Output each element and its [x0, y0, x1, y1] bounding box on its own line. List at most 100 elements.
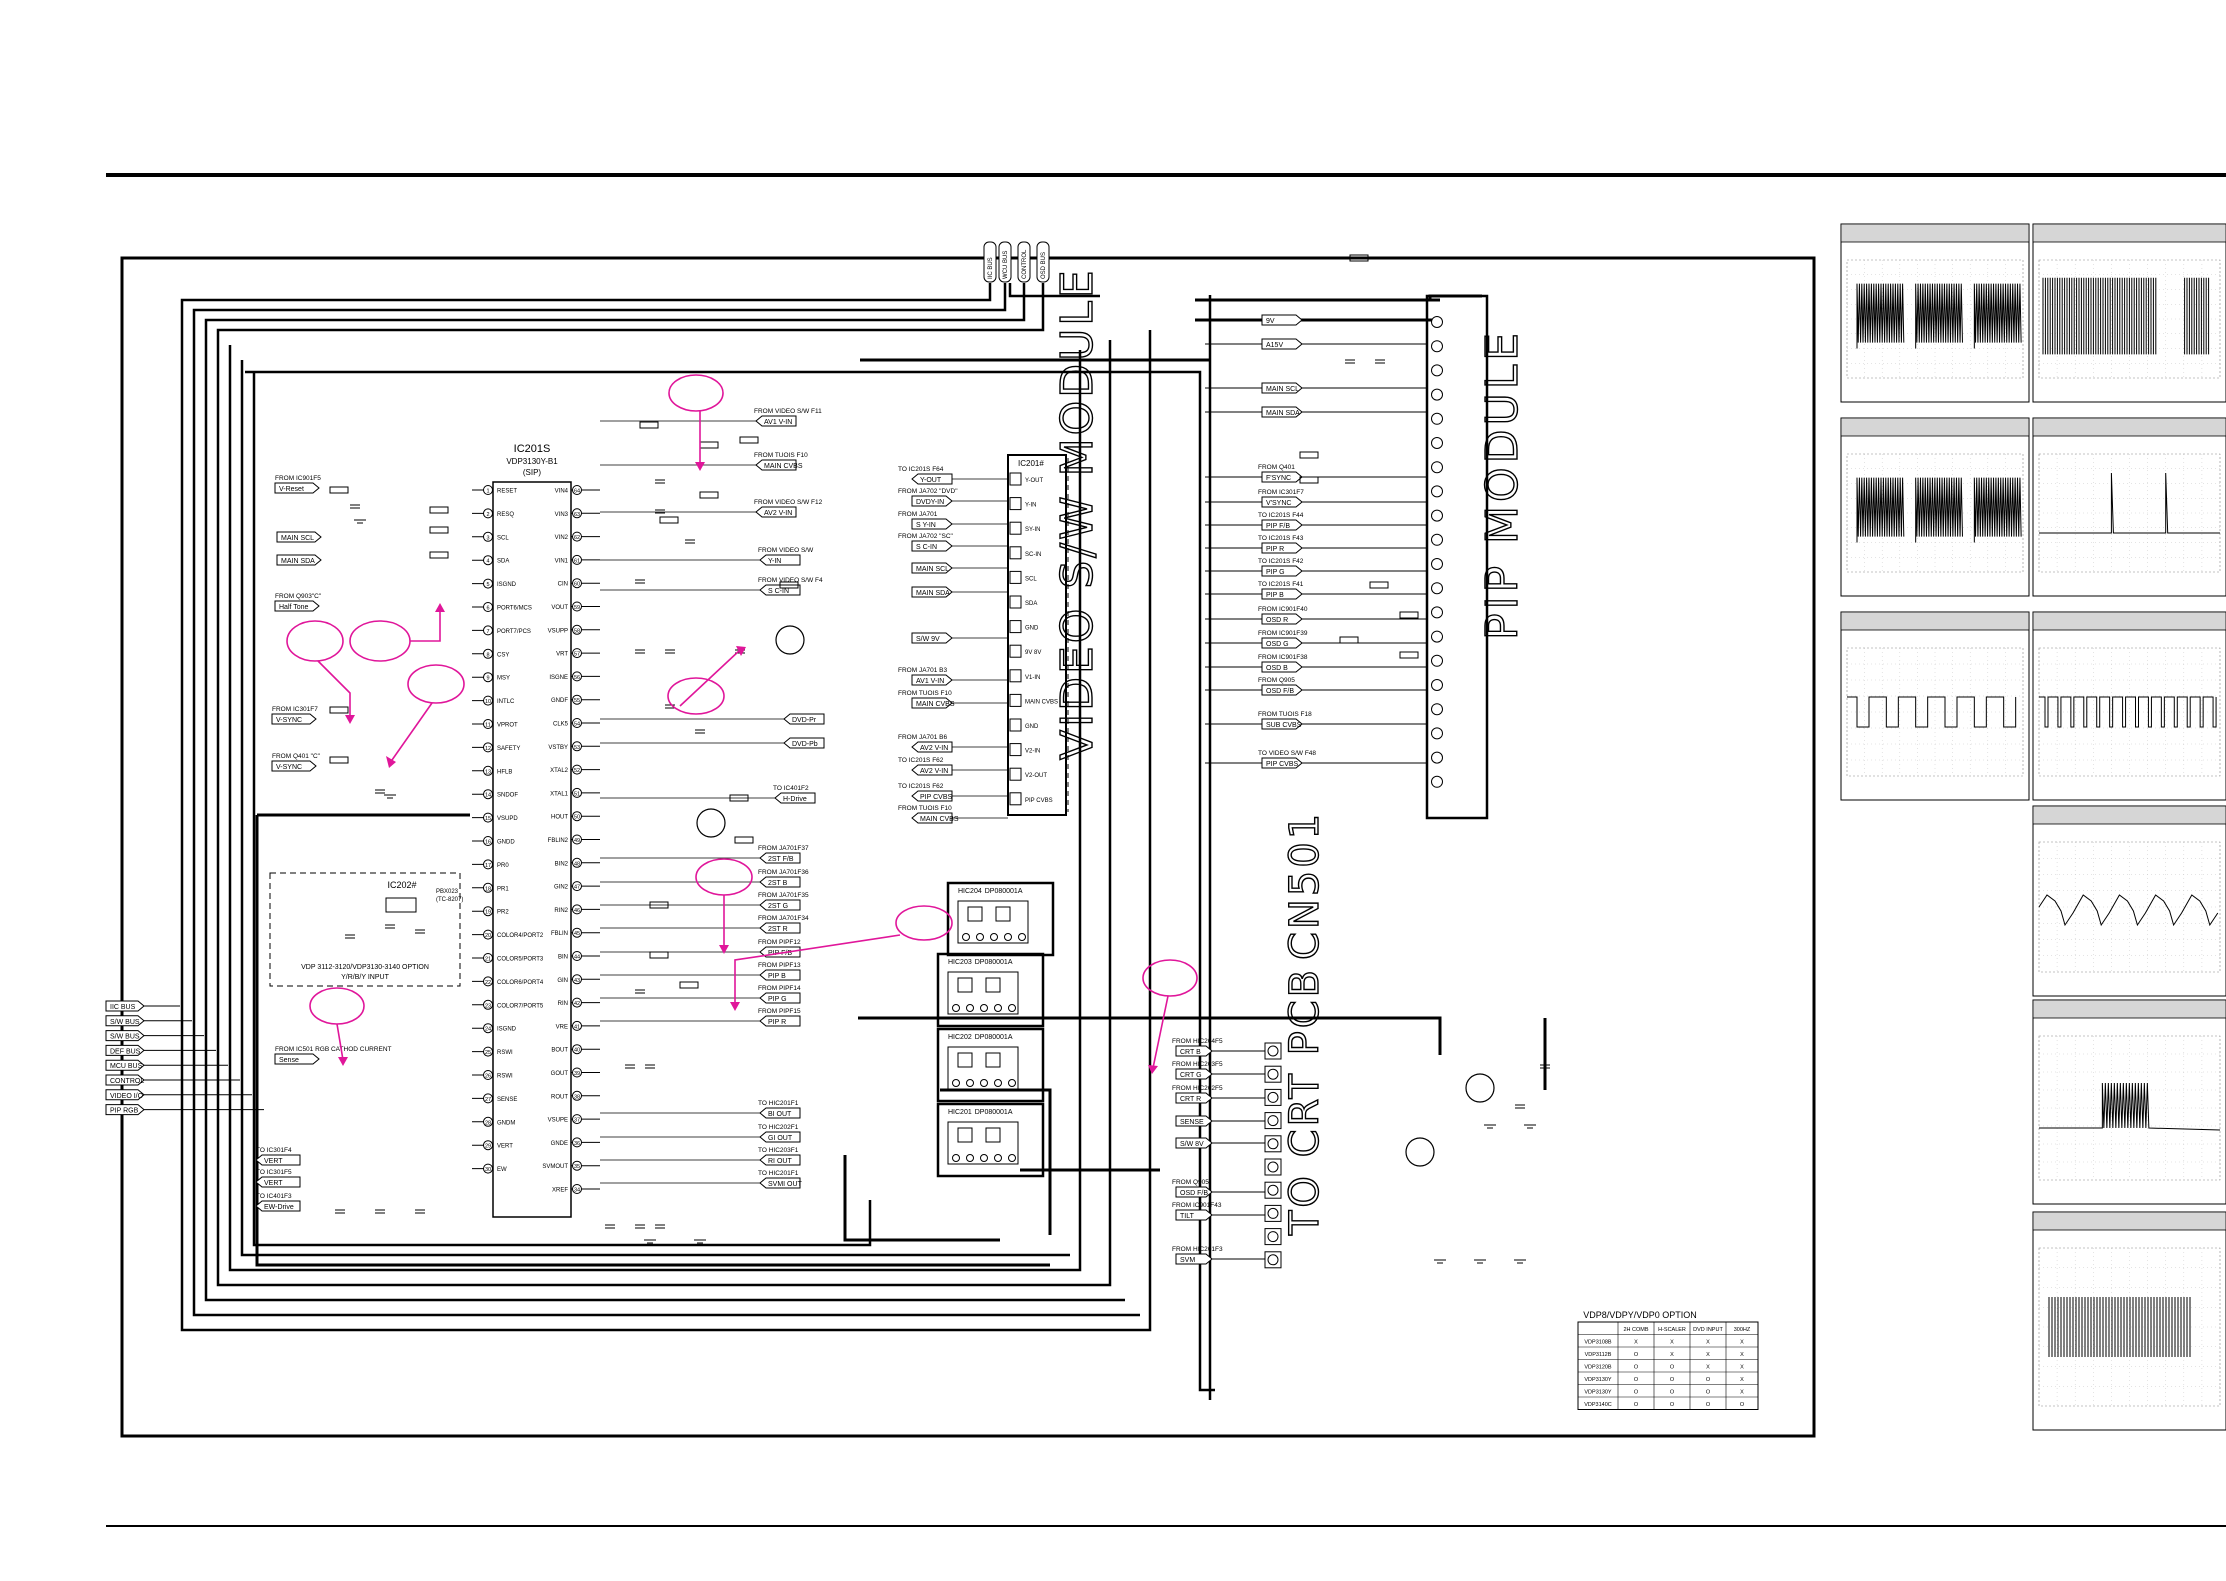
resistor-18: [1299, 476, 1319, 484]
option-table-cell-5-0: VDP3140C: [1584, 1402, 1612, 1408]
annotation-ellipse-7: [895, 905, 953, 941]
option-table-header-2: H-SCALER: [1658, 1327, 1686, 1333]
annotation-ellipse-6: [695, 858, 753, 896]
ic-left-pin-num-circle-25: [483, 1070, 493, 1080]
tag-pip-13-label: OSD F/B: [1266, 688, 1294, 695]
tag-left-from-5: FROM Q401 "C": [272, 753, 321, 760]
hic-part-0: DP080001A: [985, 888, 1023, 895]
ic-left-pin-label-0: RESET: [497, 489, 517, 495]
option-table-cell-0-1: X: [1634, 1340, 1638, 1346]
tag-mid-1-label: MAIN CVBS: [764, 463, 803, 470]
left-bus-tag-0-label: IIC BUS: [110, 1004, 136, 1011]
ic-right-pin-label-15: FBLIN2: [548, 838, 569, 844]
tag-sw-from-12: FROM TUOIS F10: [898, 805, 952, 812]
tag-sw-4-box: [911, 562, 953, 574]
option-table-cell-0-0: VDP3108B: [1584, 1340, 1612, 1346]
tag-pip-12-label: OSD B: [1266, 665, 1288, 672]
hic-pin-1-2: [980, 1004, 988, 1012]
ic-right-pin-num-circle-19: [572, 927, 582, 938]
tag-pip-11-box: [1261, 637, 1303, 649]
ic201s-ref: IC201S: [514, 443, 551, 455]
ic-right-pin-num-circle-23: [572, 1020, 582, 1031]
left-bus-tag-2-label: S/W BUS: [110, 1034, 140, 1041]
annotation-ellipse-8: [1142, 959, 1198, 997]
ic-right-pin-num-0: 64: [574, 489, 580, 495]
scope-wave-0: [1856, 283, 2022, 349]
hic-part-2: DP080001A: [975, 1034, 1013, 1041]
ic-right-pin-num-circle-2: [572, 531, 582, 542]
sw-pin-label-7: 9V 8V: [1025, 650, 1041, 656]
tag-crt-from-5: FROM Q905: [1172, 1179, 1209, 1186]
ic-left-pin-label-15: GNDD: [497, 840, 515, 846]
left-bus-tag-0-box: [105, 1000, 145, 1012]
option-table-cell-2-3: X: [1706, 1365, 1710, 1371]
tag-mid-7-box: [783, 737, 825, 749]
tag-left-1-label: MAIN SCL: [281, 535, 314, 542]
sw-pin-label-4: SCL: [1025, 576, 1037, 582]
ic-left-pin-label-25: RSWI: [497, 1074, 513, 1080]
tag-left-3-label: Half Tone: [279, 604, 309, 611]
ic-right-pin-num-circle-28: [572, 1137, 582, 1148]
ic-right-pin-num-circle-6: [572, 624, 582, 635]
ic-left-pin-num-2: 3: [486, 535, 489, 541]
tag-crt-7-box: [1175, 1253, 1213, 1265]
annotation-arrow-5: [679, 649, 741, 707]
hic-pin-2-4: [1008, 1079, 1016, 1087]
hic-pin-0-4: [1018, 933, 1026, 941]
tag-sw-from-10: TO IC201S F62: [898, 757, 944, 764]
tag-mid-0-label: AV1 V-IN: [764, 419, 792, 426]
resistor-1: [429, 506, 449, 514]
hic-pin-1-0: [952, 1004, 960, 1012]
scope-panel-header-3: [2032, 417, 2226, 437]
sw-pin-box-9: [1009, 693, 1022, 707]
ic-right-pin-num-11: 53: [574, 745, 580, 751]
tag-crt-2-label: CRT R: [1180, 1096, 1201, 1103]
ic-right-pin-num-20: 44: [574, 955, 580, 961]
ic-left-pin-num-20: 21: [485, 957, 491, 963]
tag-mid-2-box: [755, 506, 797, 518]
ic-right-pin-label-1: VIN3: [555, 512, 569, 518]
hic-body-1: [947, 971, 1019, 1015]
left-bus-tag-5-box: [105, 1074, 145, 1086]
tag-left-from-8: TO IC301F5: [256, 1169, 292, 1176]
ic-right-pin-num-circle-21: [572, 974, 582, 985]
hic-diode-3: [957, 1127, 973, 1143]
left-bus-tag-3-label: DEF BUS: [110, 1048, 141, 1055]
option-table-cell-3-4: X: [1740, 1377, 1744, 1383]
tag-crt-1-label: CRT G: [1180, 1072, 1202, 1079]
ic-left-pin-num-circle-21: [483, 976, 493, 987]
tag-mid-18-box: [759, 1154, 801, 1166]
ic-left-pin-label-22: COLOR7/PORT5: [497, 1003, 544, 1009]
tag-pip-5-label: V'SYNC: [1266, 500, 1291, 507]
ic-right-pin-label-21: GIN: [557, 978, 568, 984]
ic201s-body: [492, 481, 572, 1218]
scope-wave-7: [2039, 1082, 2221, 1131]
pip-module: PIP MODULE: [1425, 294, 1529, 820]
ic201s-part: VDP3130Y-B1: [506, 457, 558, 466]
tag-mid-3-box: [759, 554, 801, 566]
tag-pip-5-box: [1261, 496, 1303, 508]
tag-mid-from-11: FROM JA701F34: [758, 915, 809, 922]
ic202-sub: (TC-8207): [436, 897, 463, 903]
ic-right-pin-label-4: CIN: [558, 582, 568, 588]
left-bus-tag-2-box: [105, 1030, 145, 1042]
sw-pin-box-8: [1009, 669, 1022, 683]
tag-pip-from-14: FROM TUOIS F18: [1258, 711, 1312, 718]
tag-crt-5-box: [1175, 1186, 1213, 1198]
hic-frame-2: [936, 1027, 1045, 1103]
crt-title: TO CRT PCB: [1282, 967, 1328, 1236]
option-table-cell-3-1: O: [1634, 1377, 1639, 1383]
sw-pin-box-12: [1009, 767, 1022, 781]
ic201s-package: (SIP): [523, 468, 542, 477]
hic-frame-3: [936, 1102, 1045, 1178]
ic-right-pin-label-3: VIN1: [555, 558, 569, 564]
tag-crt-0-label: CRT B: [1180, 1049, 1201, 1056]
ic-right-pin-label-0: VIN4: [555, 489, 569, 495]
tag-mid-from-15: FROM PIPF15: [758, 1008, 801, 1015]
